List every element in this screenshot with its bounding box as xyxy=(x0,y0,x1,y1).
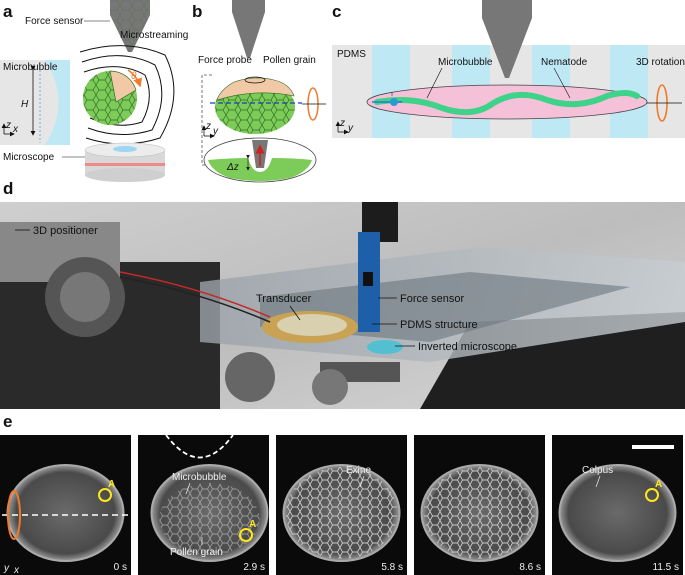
axis-x-label: x xyxy=(12,124,19,135)
pollen-cell xyxy=(7,465,124,561)
frame-label-top: Microbubble xyxy=(172,472,227,483)
panel-c-schematic: PDMS Microbubble Nematode 3D rotation z … xyxy=(332,0,685,138)
axis-z-label-b: z xyxy=(205,121,211,132)
frame-3: 8.6 s xyxy=(414,435,545,575)
marker-circle xyxy=(645,488,659,502)
height-label: H xyxy=(21,99,29,110)
axis-z-label-c: z xyxy=(339,118,345,129)
microbubble-shape xyxy=(45,60,70,145)
frame-time: 2.9 s xyxy=(243,562,265,573)
inverted-microscope-label: Inverted microscope xyxy=(418,341,517,353)
pdms-label: PDMS xyxy=(337,49,366,60)
frame-label-top: Colpus xyxy=(582,465,613,476)
positioner-label: 3D positioner xyxy=(33,225,98,237)
pollen-grain-label-b: Pollen grain xyxy=(263,55,316,66)
panel-b-schematic: Force probe Pollen grain z y Δz xyxy=(190,0,330,183)
marker-label: A xyxy=(655,479,662,490)
nematode-body xyxy=(374,90,640,116)
panel-d-photo: 3D positioner Transducer Force sensor PD… xyxy=(0,202,685,409)
pollen-cell xyxy=(559,465,676,561)
panel-letter-d: d xyxy=(3,179,14,198)
rotation-label: 3D rotation xyxy=(636,57,685,68)
marker-circle xyxy=(239,528,253,542)
axis-x-label-e: x xyxy=(13,565,20,575)
frame-time: 0 s xyxy=(114,562,127,573)
scale-bar xyxy=(632,445,674,449)
force-sensor-label-d: Force sensor xyxy=(400,293,465,305)
theta-label: θ xyxy=(131,71,137,82)
axis-y-label-b: y xyxy=(212,126,219,137)
marker-label: A xyxy=(249,519,256,530)
axis-z-label: z xyxy=(5,120,11,131)
force-sensor-label: Force sensor xyxy=(25,16,84,27)
microstreaming-label: Microstreaming xyxy=(120,30,188,41)
panel-letter-e: e xyxy=(3,412,13,431)
marker-label: A xyxy=(108,479,115,490)
delta-z-label: Δz xyxy=(226,162,239,173)
transducer-label: Transducer xyxy=(256,293,312,305)
rotation-marker xyxy=(7,490,21,540)
panel-a-schematic: H Microbubble z x Force sensor Microstre… xyxy=(0,0,188,182)
panel-letter-a: a xyxy=(3,2,13,21)
frame-time: 5.8 s xyxy=(381,562,403,573)
axis-y-label-c: y xyxy=(347,123,354,134)
frame-2: Exine 5.8 s xyxy=(276,435,407,575)
microscope-label: Microscope xyxy=(3,152,55,163)
microbubble-outline xyxy=(165,435,234,459)
pdms-structure-label: PDMS structure xyxy=(400,319,478,331)
frame-time: 8.6 s xyxy=(519,562,541,573)
force-probe-label: Force probe xyxy=(198,55,252,66)
panel-letter-c: c xyxy=(332,2,342,21)
marker-circle xyxy=(98,488,112,502)
nematode-label: Nematode xyxy=(541,57,588,68)
panel-letter-b: b xyxy=(192,2,203,21)
frame-4: A Colpus 11.5 s xyxy=(552,435,683,575)
axis-y-label-e: y xyxy=(3,563,10,574)
microbubble-label-c: Microbubble xyxy=(438,57,493,68)
microbubble-label: Microbubble xyxy=(3,62,58,73)
frame-label-top: Exine xyxy=(346,465,371,476)
frame-label-bottom: Pollen grain xyxy=(170,547,223,558)
frame-time: 11.5 s xyxy=(653,562,680,573)
